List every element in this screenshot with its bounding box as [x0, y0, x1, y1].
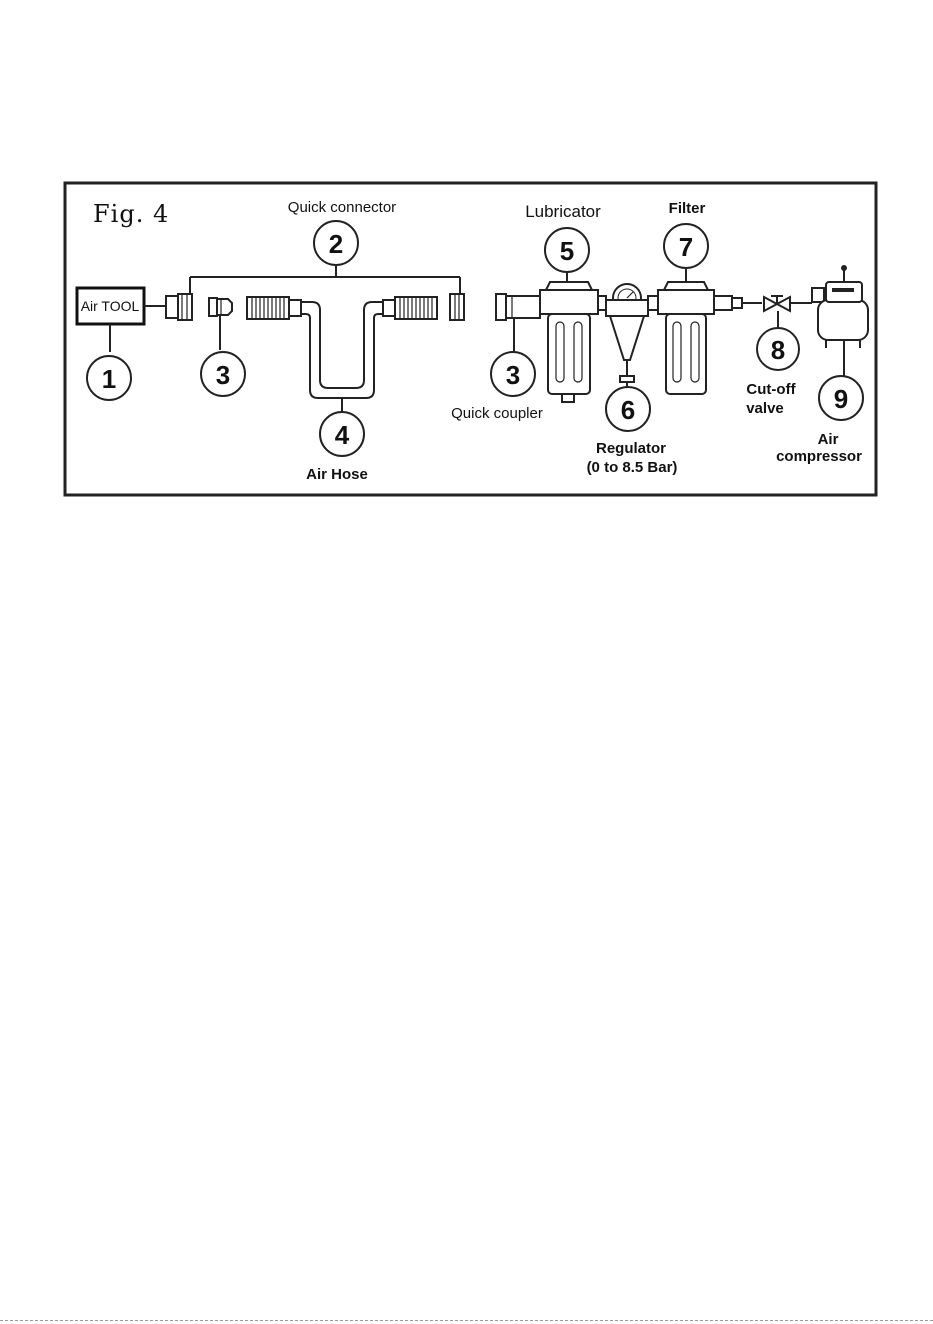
- svg-text:8: 8: [771, 335, 785, 365]
- callout-6: 6: [606, 387, 650, 431]
- label-air: Air: [818, 431, 839, 448]
- callout-2: 2: [314, 221, 358, 265]
- svg-text:4: 4: [335, 420, 350, 450]
- label-cutoff: Cut-off: [746, 381, 796, 398]
- label-air-hose: Air Hose: [306, 466, 368, 483]
- figure-frame: [65, 183, 876, 495]
- callout-1: 1: [87, 356, 131, 400]
- svg-text:9: 9: [834, 384, 848, 414]
- quick-connector-right: [450, 294, 464, 320]
- label-filter: Filter: [669, 200, 706, 217]
- callout-5: 5: [545, 228, 589, 272]
- callout-7: 7: [664, 224, 708, 268]
- svg-text:7: 7: [679, 232, 693, 262]
- svg-text:3: 3: [216, 360, 230, 390]
- svg-text:3: 3: [506, 360, 520, 390]
- svg-text:5: 5: [560, 236, 574, 266]
- label-regulator-range: (0 to 8.5 Bar): [587, 459, 678, 476]
- page-bottom-rule: [0, 1320, 933, 1321]
- svg-text:1: 1: [102, 364, 116, 394]
- lubricator: [540, 262, 598, 402]
- filter: [658, 268, 714, 394]
- label-lubricator: Lubricator: [525, 202, 601, 221]
- callout-8: 8: [757, 328, 799, 370]
- svg-text:6: 6: [621, 395, 635, 425]
- callout-9: 9: [819, 376, 863, 420]
- svg-text:2: 2: [329, 229, 343, 259]
- callout-3-left: 3: [201, 352, 245, 396]
- figure-title: Fig. 4: [93, 200, 169, 228]
- label-compressor: compressor: [776, 448, 862, 465]
- label-regulator: Regulator: [596, 440, 666, 457]
- label-cutoff-valve: valve: [746, 400, 784, 417]
- air-tool-label: Air TOOL: [81, 298, 140, 314]
- label-quick-coupler: Quick coupler: [451, 405, 543, 422]
- label-quick-connector: Quick connector: [288, 199, 396, 216]
- callout-4: 4: [320, 412, 364, 456]
- callout-3-right: 3: [491, 352, 535, 396]
- quick-connector-left: [166, 294, 192, 320]
